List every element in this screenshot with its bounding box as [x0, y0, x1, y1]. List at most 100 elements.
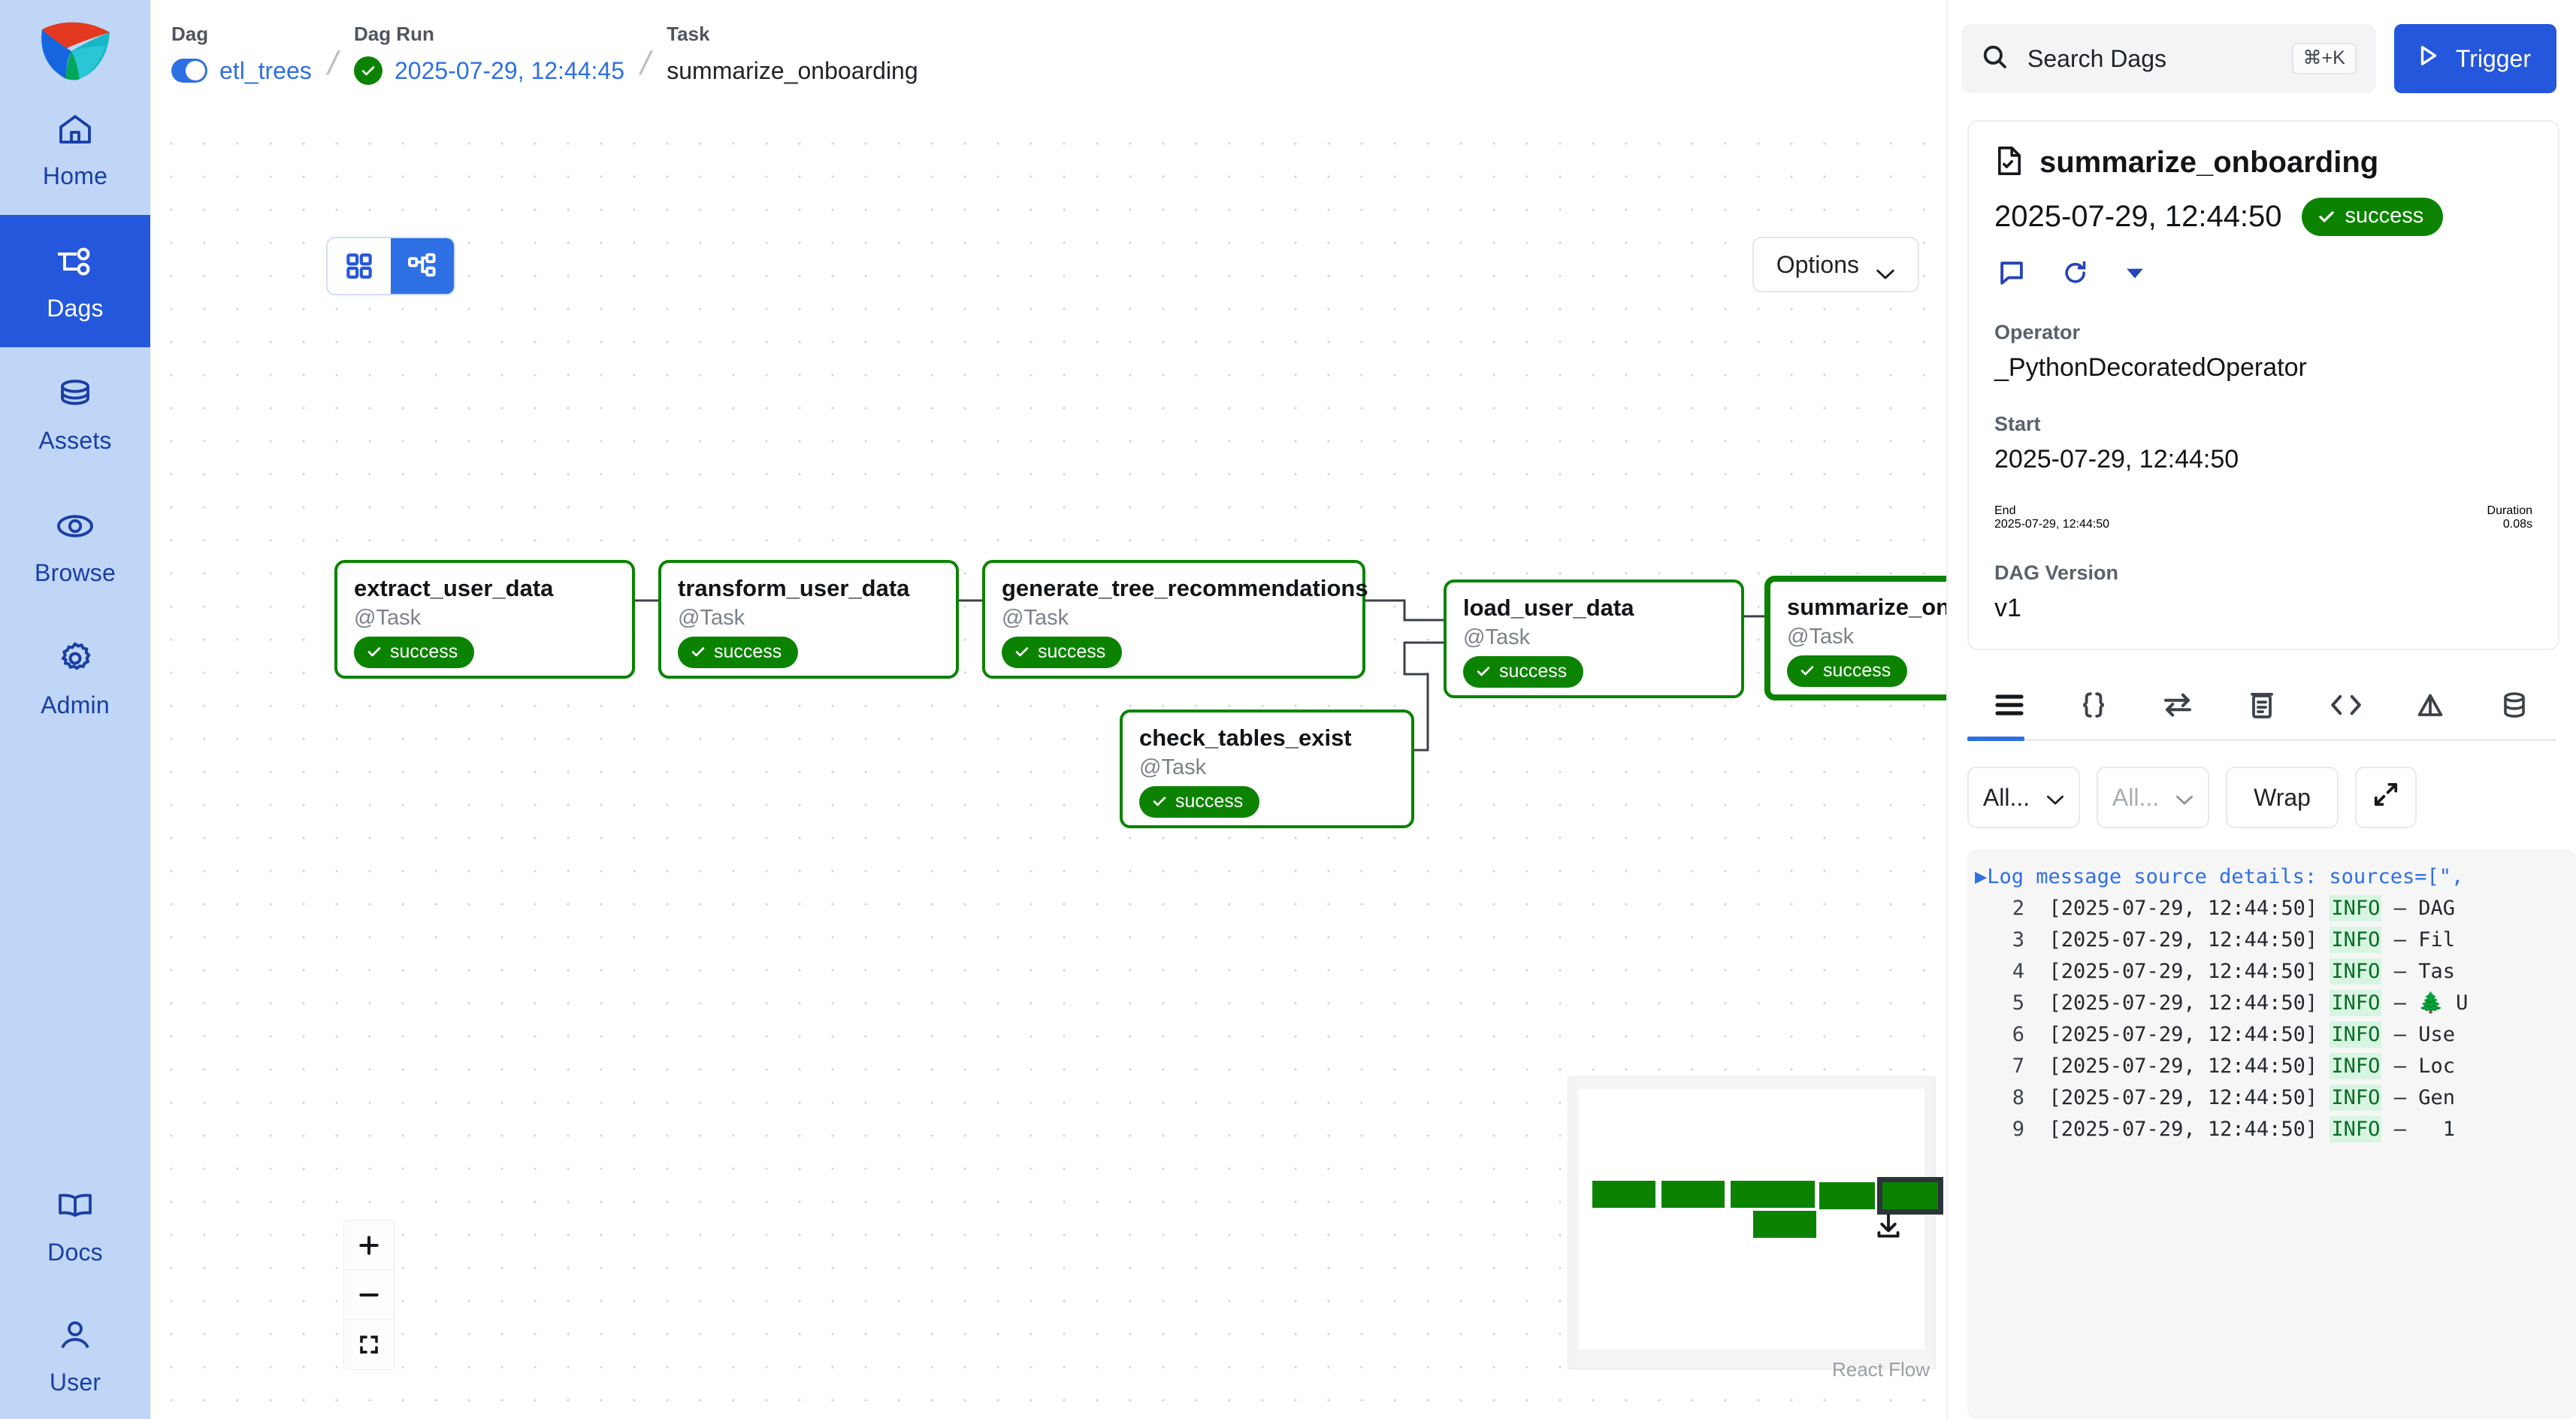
graph-canvas-wrapper[interactable]: Options extract_user_data @Task	[150, 116, 1946, 1419]
graph-minimap[interactable]	[1568, 1076, 1943, 1369]
log-line: 7 [2025-07-29, 12:44:50] INFO – Loc	[1967, 1051, 2576, 1082]
log-level: INFO	[2330, 1053, 2382, 1079]
log-line-number: 3	[2012, 928, 2024, 952]
sidebar-item-user[interactable]: User	[0, 1291, 150, 1419]
node-title: load_user_data	[1463, 595, 1634, 621]
view-toggle-group	[326, 237, 455, 295]
grid-view-button[interactable]	[328, 238, 391, 294]
details-tabstrip	[1967, 674, 2556, 741]
lines-icon	[1994, 692, 2024, 722]
log-line-number: 9	[2012, 1118, 2024, 1141]
field-value: 2025-07-29, 12:44:50	[1994, 518, 2110, 531]
book-icon	[54, 1185, 96, 1227]
log-text: – 🌲 U	[2393, 991, 2469, 1015]
sidebar-item-label: Docs	[47, 1238, 103, 1266]
sidebar-item-home[interactable]: Home	[0, 83, 150, 215]
tab-xcom[interactable]	[2051, 674, 2136, 739]
expand-triangle-icon[interactable]: ▶	[1975, 865, 1988, 888]
node-title: generate_tree_recommendations	[1002, 575, 1368, 601]
tab-mapped[interactable]	[2136, 674, 2220, 739]
log-source-value: All...	[2112, 783, 2160, 811]
caret-down-icon[interactable]	[2125, 266, 2145, 283]
status-badge-label: success	[1038, 640, 1106, 662]
task-file-icon	[1994, 144, 2024, 181]
airflow-logo[interactable]	[34, 14, 116, 83]
status-badge-label: success	[1175, 790, 1244, 812]
log-output[interactable]: ▶Log message source details: sources=[",…	[1967, 849, 2576, 1419]
sidebar-item-browse[interactable]: Browse	[0, 480, 150, 612]
field-label: Duration	[2487, 504, 2532, 517]
log-wrap-button[interactable]: Wrap	[2226, 767, 2339, 828]
tab-code[interactable]	[2304, 674, 2388, 739]
sidebar-item-admin[interactable]: Admin	[0, 612, 150, 744]
log-line: 4 [2025-07-29, 12:44:50] INFO – Tas	[1967, 956, 2576, 988]
task-title: summarize_onboarding	[2039, 146, 2379, 179]
field-dag-version: DAG Version v1	[1994, 561, 2532, 623]
graph-view-button[interactable]	[391, 238, 454, 294]
graph-node-load-user-data[interactable]: load_user_data @Task success	[1444, 579, 1744, 698]
log-text: – DAG	[2393, 897, 2455, 920]
graph-node-generate-tree-recommendations[interactable]: generate_tree_recommendations @Task succ…	[982, 560, 1368, 679]
sidebar-item-docs[interactable]: Docs	[0, 1159, 150, 1291]
options-label: Options	[1776, 250, 1859, 278]
sidebar-item-dags[interactable]: Dags	[0, 215, 150, 347]
log-timestamp: [2025-07-29, 12:44:50]	[2048, 1118, 2318, 1141]
log-toolbar: All... All... Wrap	[1948, 741, 2576, 828]
note-icon[interactable]	[1997, 259, 2026, 291]
sidebar-item-label: Browse	[35, 558, 116, 586]
fit-view-button[interactable]	[344, 1320, 394, 1369]
graph-node-extract-user-data[interactable]: extract_user_data @Task success	[334, 560, 635, 679]
graph-node-summarize-onboarding[interactable]: summarize_onboarding @Task success	[1764, 576, 1946, 700]
zoom-in-button[interactable]	[344, 1221, 394, 1270]
tab-assets[interactable]	[2472, 674, 2556, 739]
node-subtitle: @Task	[1463, 625, 1531, 649]
download-icon[interactable]	[1873, 1211, 1904, 1246]
node-subtitle: @Task	[1139, 755, 1207, 779]
log-line: 2 [2025-07-29, 12:44:50] INFO – DAG	[1967, 893, 2576, 924]
log-level-select[interactable]: All...	[1967, 767, 2080, 828]
dag-pause-toggle[interactable]	[171, 59, 207, 83]
zoom-out-button[interactable]	[344, 1270, 394, 1320]
options-button[interactable]: Options	[1752, 237, 1919, 292]
breadcrumb-dag-link[interactable]: etl_trees	[219, 56, 312, 84]
log-line-number: 7	[2012, 1054, 2024, 1078]
tab-warnings[interactable]	[2388, 674, 2472, 739]
search-input[interactable]: Search Dags ⌘+K	[1961, 24, 2376, 93]
search-shortcut: ⌘+K	[2291, 43, 2357, 74]
sidebar: Home Dags Assets	[0, 0, 150, 1419]
trigger-button[interactable]: Trigger	[2393, 24, 2556, 93]
log-expand-button[interactable]	[2355, 767, 2417, 828]
log-source-select[interactable]: All...	[2097, 767, 2209, 828]
dags-icon	[54, 241, 96, 283]
graph-node-check-tables-exist[interactable]: check_tables_exist @Task success	[1120, 710, 1414, 828]
field-label: End	[1994, 504, 2016, 517]
graph-node-transform-user-data[interactable]: transform_user_data @Task success	[658, 560, 959, 679]
triangle-icon	[2417, 692, 2444, 722]
task-timestamp: 2025-07-29, 12:44:50	[1994, 200, 2282, 233]
sidebar-item-label: Dags	[47, 294, 104, 322]
status-badge-label: success	[1823, 659, 1891, 681]
minimap-node	[1753, 1211, 1816, 1238]
log-line: 9 [2025-07-29, 12:44:50] INFO – 1	[1967, 1114, 2576, 1145]
minimap-node	[1731, 1181, 1815, 1208]
breadcrumb-task: Task summarize_onboarding	[667, 23, 918, 89]
minimap-node-selected	[1877, 1177, 1943, 1215]
breadcrumb-dagrun-link[interactable]: 2025-07-29, 12:44:45	[394, 56, 624, 84]
tab-details[interactable]	[2220, 674, 2304, 739]
node-title: check_tables_exist	[1139, 725, 1352, 751]
minimap-node	[1661, 1181, 1725, 1208]
assets-icon	[54, 373, 96, 415]
expand-icon	[2373, 782, 2399, 813]
status-badge-label: success	[714, 640, 782, 662]
log-line-number: 4	[2012, 960, 2024, 983]
sidebar-item-assets[interactable]: Assets	[0, 347, 150, 480]
log-line-header[interactable]: ▶Log message source details: sources=[",	[1967, 861, 2576, 893]
field-label: Operator	[1994, 321, 2081, 343]
tab-logs[interactable]	[1967, 674, 2051, 739]
field-value: v1	[1994, 594, 2021, 622]
clear-task-icon[interactable]	[2062, 259, 2089, 291]
sidebar-item-label: User	[49, 1368, 101, 1396]
minimap-node	[1819, 1182, 1875, 1209]
log-level: INFO	[2330, 1021, 2382, 1048]
trigger-label: Trigger	[2455, 44, 2531, 72]
